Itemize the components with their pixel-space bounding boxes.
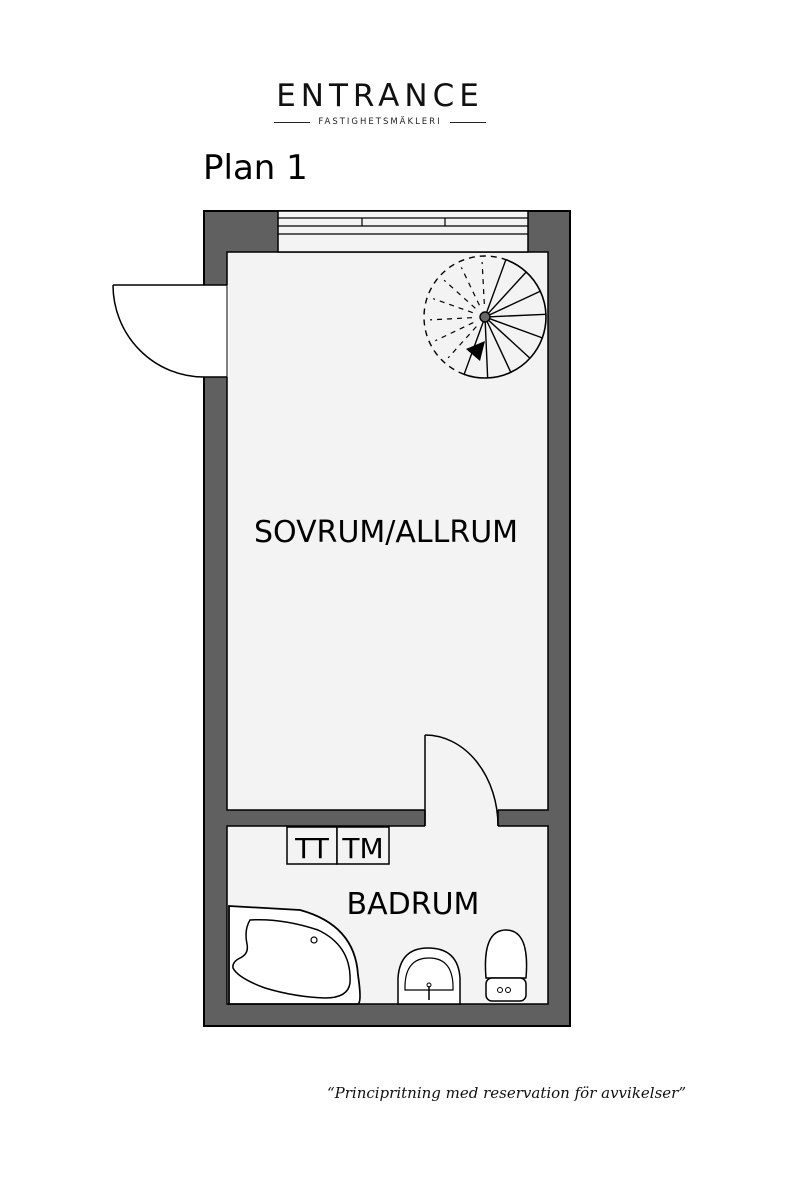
inner-door-gap — [425, 808, 498, 828]
stair-tread — [484, 321, 489, 378]
floor-main — [226, 251, 549, 811]
corner-bathtub — [228, 905, 361, 1005]
stair-center-post — [479, 311, 491, 323]
plan-title: Plan 1 — [203, 148, 308, 188]
brand-divider-right — [449, 121, 486, 123]
stair-direction-arrow — [466, 341, 485, 361]
brand-name: ENTRANCE — [276, 78, 484, 114]
stair-tread-dashed — [481, 262, 485, 305]
toilet — [484, 929, 528, 1002]
dryer-label: TT — [294, 832, 330, 865]
dryer-box — [286, 826, 338, 865]
stair-tread — [488, 319, 531, 359]
stair-tread — [486, 259, 507, 313]
entrance-door-swing — [112, 284, 205, 378]
entrance-door-gap — [203, 285, 229, 377]
stair-tread-dashed — [432, 298, 473, 314]
stair-tread-dashed — [460, 267, 480, 306]
window — [277, 210, 529, 253]
stair-outer-arc-dashed — [423, 255, 507, 375]
room-label-bath: BADRUM — [347, 887, 480, 922]
stair-tread-dashed — [443, 279, 476, 309]
brand-divider-left — [274, 121, 311, 123]
washer-label: TM — [341, 832, 383, 865]
stair-tread — [489, 290, 541, 316]
inner-door-swing — [424, 734, 499, 827]
stair-tread — [489, 313, 546, 318]
stair-tread — [486, 321, 512, 373]
brand-logo: ENTRANCE FASTIGHETSMÄKLERI — [0, 78, 760, 127]
spiral-staircase — [423, 255, 547, 379]
brand-subtitle: FASTIGHETSMÄKLERI — [318, 117, 442, 127]
stair-tread-dashed — [447, 326, 477, 359]
stair-tread-dashed — [435, 322, 474, 342]
washer-box — [336, 826, 390, 865]
sink — [397, 947, 461, 1005]
disclaimer-note: “Principritning med reservation för avvi… — [326, 1084, 686, 1102]
room-label-main: SOVRUM/ALLRUM — [254, 515, 518, 550]
stair-tread — [489, 318, 543, 339]
stair-tread — [487, 271, 527, 314]
stair-tread-dashed — [430, 317, 473, 321]
brand-subtitle-row: FASTIGHETSMÄKLERI — [0, 117, 760, 127]
